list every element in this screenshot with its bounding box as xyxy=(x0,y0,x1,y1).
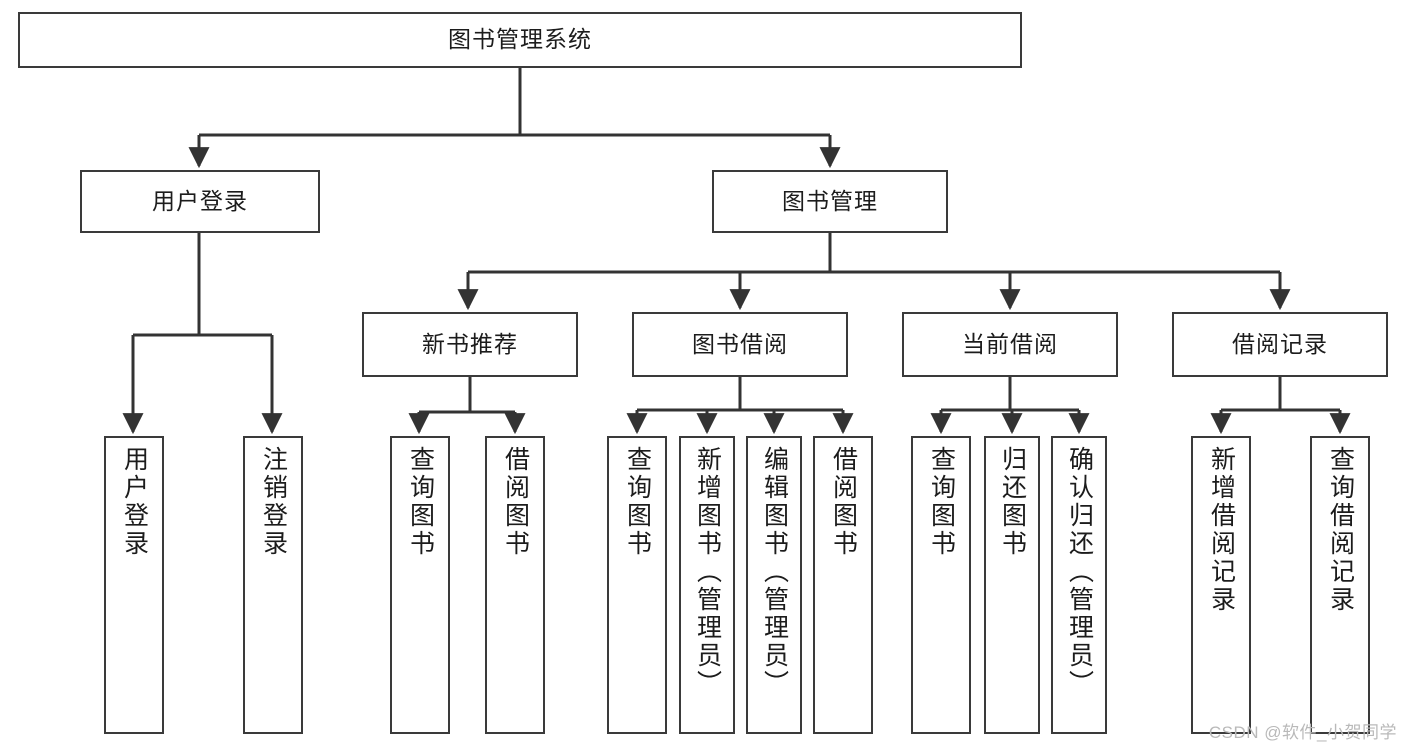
node-root-system[interactable]: 图书管理系统 xyxy=(18,12,1022,68)
node-label: 确认归还（管理员） xyxy=(1065,446,1094,698)
node-label: 图书借阅 xyxy=(692,330,788,357)
node-label: 查询图书 xyxy=(623,446,652,558)
node-label: 当前借阅 xyxy=(962,330,1058,357)
node-label: 图书管理 xyxy=(782,187,878,214)
node-label: 用户登录 xyxy=(152,187,248,214)
leaf-borrow-book[interactable]: 借阅图书 xyxy=(813,436,873,734)
leaf-user-login[interactable]: 用户登录 xyxy=(104,436,164,734)
node-label: 查询图书 xyxy=(927,446,956,558)
node-label: 注销登录 xyxy=(259,446,288,558)
node-book-management[interactable]: 图书管理 xyxy=(712,170,948,233)
leaf-borrow-book-newbook[interactable]: 借阅图书 xyxy=(485,436,545,734)
leaf-query-book-newbook[interactable]: 查询图书 xyxy=(390,436,450,734)
node-label: 用户登录 xyxy=(120,446,149,558)
node-label: 查询借阅记录 xyxy=(1326,446,1355,614)
node-label: 新增图书（管理员） xyxy=(693,446,722,698)
leaf-query-book-current[interactable]: 查询图书 xyxy=(911,436,971,734)
node-label: 图书管理系统 xyxy=(448,26,592,53)
node-label: 借阅图书 xyxy=(829,446,858,558)
leaf-logout[interactable]: 注销登录 xyxy=(243,436,303,734)
node-user-login[interactable]: 用户登录 xyxy=(80,170,320,233)
leaf-query-book-borrow[interactable]: 查询图书 xyxy=(607,436,667,734)
leaf-edit-book-admin[interactable]: 编辑图书（管理员） xyxy=(746,436,802,734)
csdn-watermark: CSDN @软件_小贺同学 xyxy=(1208,723,1397,742)
leaf-confirm-return-admin[interactable]: 确认归还（管理员） xyxy=(1051,436,1107,734)
node-book-borrow[interactable]: 图书借阅 xyxy=(632,312,848,377)
node-label: 借阅图书 xyxy=(501,446,530,558)
node-new-book-recommend[interactable]: 新书推荐 xyxy=(362,312,578,377)
leaf-add-borrow-record[interactable]: 新增借阅记录 xyxy=(1191,436,1251,734)
node-label: 归还图书 xyxy=(998,446,1027,558)
node-label: 新书推荐 xyxy=(422,330,518,357)
node-borrow-record[interactable]: 借阅记录 xyxy=(1172,312,1388,377)
node-label: 查询图书 xyxy=(406,446,435,558)
leaf-query-borrow-record[interactable]: 查询借阅记录 xyxy=(1310,436,1370,734)
node-label: 借阅记录 xyxy=(1232,330,1328,357)
node-current-borrow[interactable]: 当前借阅 xyxy=(902,312,1118,377)
node-label: 编辑图书（管理员） xyxy=(760,446,789,698)
leaf-return-book[interactable]: 归还图书 xyxy=(984,436,1040,734)
leaf-add-book-admin[interactable]: 新增图书（管理员） xyxy=(679,436,735,734)
node-label: 新增借阅记录 xyxy=(1207,446,1236,614)
